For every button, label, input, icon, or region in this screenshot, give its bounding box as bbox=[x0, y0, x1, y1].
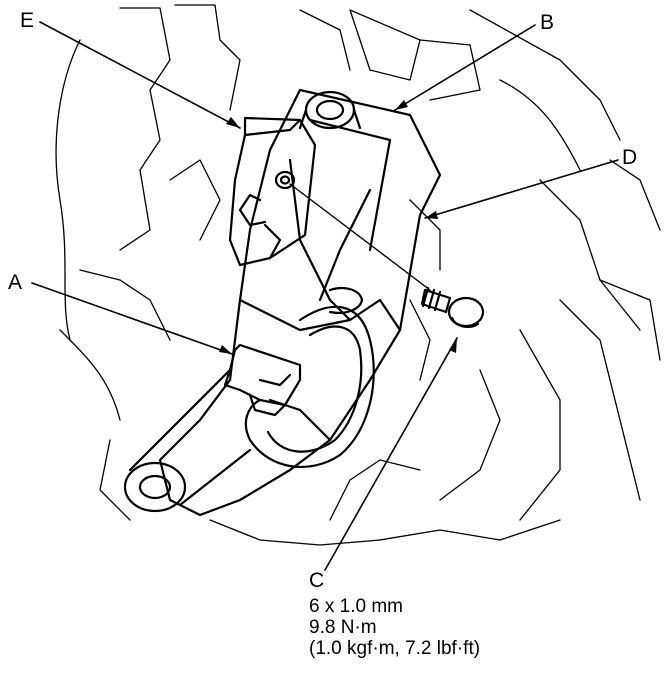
bolt-torque-nm: 9.8 N·m bbox=[309, 617, 377, 638]
lower-mounting-boss bbox=[123, 368, 252, 513]
engine-block-background bbox=[55, 4, 661, 546]
callout-label-b: B bbox=[540, 11, 555, 34]
bolt-alignment-line bbox=[289, 183, 431, 291]
bolt-torque-alt: (1.0 kgf·m, 7.2 lbf·ft) bbox=[309, 638, 481, 659]
clip-a bbox=[223, 343, 302, 417]
callout-label-c: C bbox=[309, 569, 325, 592]
callout-label-d: D bbox=[622, 146, 638, 169]
upper-mounting-boss bbox=[298, 90, 362, 130]
bolt-size: 6 x 1.0 mm bbox=[309, 596, 403, 617]
bracket-b bbox=[158, 88, 442, 517]
callout-label-e: E bbox=[20, 9, 35, 32]
wire-harness bbox=[244, 286, 375, 469]
leader-arrowheads bbox=[219, 100, 457, 354]
bracket-e bbox=[228, 116, 317, 267]
bolt-c bbox=[420, 286, 485, 328]
callout-label-a: A bbox=[8, 271, 23, 294]
bolt-spec: 6 x 1.0 mm 9.8 N·m (1.0 kgf·m, 7.2 lbf·f… bbox=[309, 596, 480, 659]
callout-leaders bbox=[31, 21, 619, 571]
